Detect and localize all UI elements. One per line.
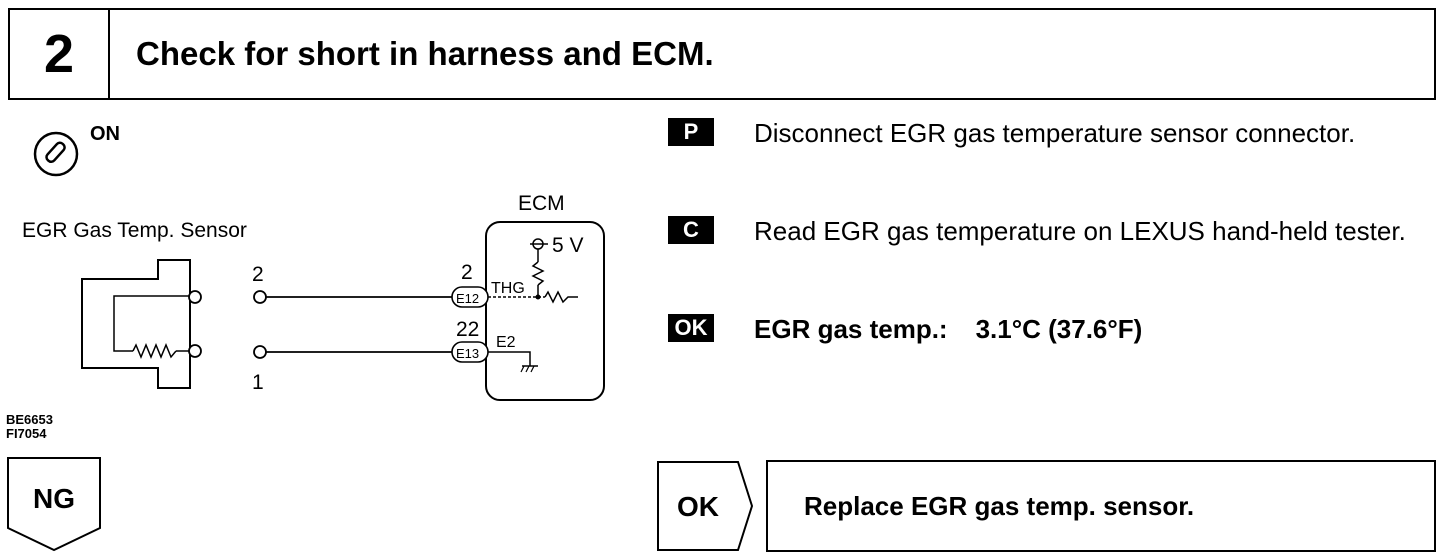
- sensor-terminal-bottom: [188, 344, 202, 358]
- signal-e2-label: E2: [496, 334, 516, 351]
- instruction-prepare-text: Disconnect EGR gas temperature sensor co…: [754, 118, 1356, 148]
- figure-code-2: FI7054: [6, 426, 47, 441]
- ecm-label: ECM: [518, 192, 565, 215]
- supply-voltage-label: 5 V: [552, 234, 584, 257]
- ecm-box: [485, 221, 605, 401]
- connector-e12-label: E12: [456, 291, 479, 306]
- sensor-pin-bottom-label: 1: [252, 371, 264, 394]
- step-header: 2 Check for short in harness and ECM.: [8, 8, 1436, 100]
- instruction-check-text: Read EGR gas temperature on LEXUS hand-h…: [754, 216, 1406, 246]
- ok-result: OK: [657, 461, 754, 551]
- ng-label: NG: [33, 483, 75, 514]
- prepare-badge: P: [668, 118, 714, 146]
- ecm-pin-top-label: 2: [461, 261, 473, 284]
- ground-icon: [520, 365, 538, 373]
- ok-spec: OK EGR gas temp.: 3.1°C (37.6°F): [668, 312, 1438, 352]
- check-badge: C: [668, 216, 714, 244]
- ignition-on-label: ON: [90, 123, 120, 145]
- ok-spec-text: EGR gas temp.: 3.1°C (37.6°F): [754, 312, 1436, 346]
- sensor-terminal-top: [188, 290, 202, 304]
- thg-junction: [535, 294, 541, 300]
- signal-thg-label: THG: [491, 280, 525, 297]
- connector-e13-label: E13: [456, 346, 479, 361]
- sensor-resistor-icon: [132, 343, 177, 359]
- instruction-prepare: P Disconnect EGR gas temperature sensor …: [668, 116, 1438, 188]
- ok-spec-value: 3.1°C (37.6°F): [975, 314, 1143, 344]
- ecm-pin-bottom-label: 22: [456, 318, 479, 341]
- sensor-internal-wire: [113, 295, 190, 352]
- harness-terminal-top: [253, 290, 267, 304]
- sensor-body: [81, 259, 191, 389]
- step-number: 2: [10, 10, 110, 98]
- ng-result: NG: [7, 457, 101, 552]
- wiring-diagram: ON EGR Gas Temp. Sensor 2 1 ECM 2 22 E12…: [6, 123, 605, 441]
- sensor-label: EGR Gas Temp. Sensor: [22, 219, 247, 242]
- ecm-resistor-icon: [544, 290, 578, 304]
- figure-code-1: BE6653: [6, 412, 53, 427]
- ok-spec-label: EGR gas temp.:: [754, 314, 948, 344]
- voltage-supply-icon: [530, 238, 548, 297]
- ok-action-text: Replace EGR gas temp. sensor.: [804, 490, 1195, 521]
- ignition-key-icon: [33, 131, 79, 177]
- harness-terminal-bottom: [253, 345, 267, 359]
- e2-ground-line: [488, 351, 531, 366]
- step-title: Check for short in harness and ECM.: [136, 35, 714, 72]
- sensor-pin-top-label: 2: [252, 263, 264, 286]
- ok-action-box: Replace EGR gas temp. sensor.: [766, 460, 1436, 552]
- instruction-check: C Read EGR gas temperature on LEXUS hand…: [668, 214, 1438, 286]
- ok-spec-badge: OK: [668, 314, 714, 342]
- ok-label: OK: [677, 491, 719, 522]
